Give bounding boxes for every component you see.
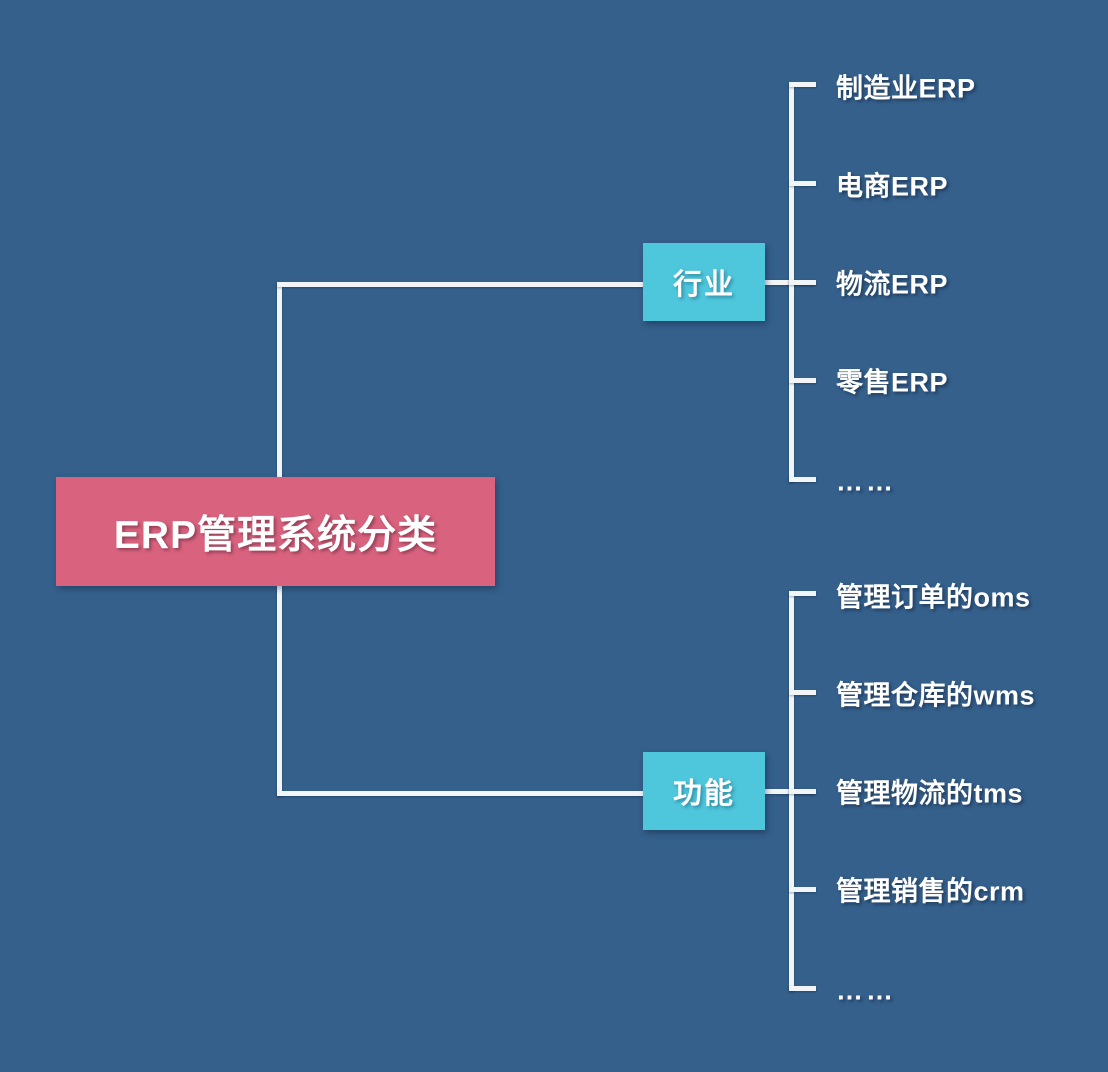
leaf-industry-3[interactable]: 物流ERP [836, 269, 949, 300]
leaf-function-2[interactable]: 管理仓库的wms [836, 680, 1036, 711]
connector-industry-leaf-4 [789, 378, 816, 383]
leaf-function-3[interactable]: 管理物流的tms [836, 778, 1024, 809]
connector-trunk-bottom-arm [277, 791, 647, 796]
branch-node-function[interactable]: 功能 [643, 752, 765, 830]
branch-node-industry[interactable]: 行业 [643, 243, 765, 321]
connector-industry-leaf-1 [789, 82, 816, 87]
leaf-industry-5[interactable]: …… [836, 466, 896, 497]
connector-trunk-top-arm [277, 282, 647, 287]
connector-function-leaf-5 [789, 986, 816, 991]
connector-industry-leaf-2 [789, 181, 816, 186]
connector-industry-leaf-5 [789, 477, 816, 482]
connector-function-leaf-3 [789, 789, 816, 794]
connector-function-leaf-1 [789, 591, 816, 596]
branch-node-industry-label: 行业 [672, 269, 735, 301]
connector-function-leaf-2 [789, 690, 816, 695]
leaf-function-1[interactable]: 管理订单的oms [836, 582, 1031, 613]
leaf-industry-2[interactable]: 电商ERP [836, 171, 949, 202]
connector-industry-leaf-3 [789, 280, 816, 285]
root-node-label: ERP管理系统分类 [113, 513, 438, 557]
root-node[interactable]: ERP管理系统分类 [56, 477, 495, 586]
leaf-industry-1[interactable]: 制造业ERP [836, 73, 976, 104]
leaf-industry-4[interactable]: 零售ERP [836, 367, 949, 398]
branch-node-function-label: 功能 [672, 778, 735, 810]
connector-function-leaf-4 [789, 887, 816, 892]
leaf-function-4[interactable]: 管理销售的crm [836, 876, 1025, 907]
leaf-function-5[interactable]: …… [836, 975, 896, 1006]
